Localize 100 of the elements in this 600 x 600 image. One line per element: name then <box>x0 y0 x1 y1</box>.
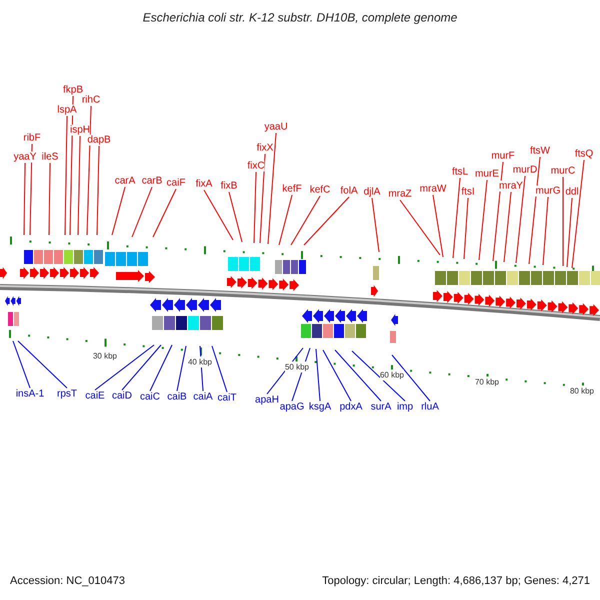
gene-label: folA <box>340 186 358 196</box>
gene-label: murG <box>536 186 560 196</box>
leader-line <box>94 344 154 390</box>
leader-line <box>478 180 488 260</box>
leader-line <box>122 344 162 390</box>
gene-label: dapB <box>87 134 111 146</box>
leader-line <box>254 172 256 244</box>
leader-line <box>400 200 440 256</box>
gene-label: yaaY <box>14 152 36 162</box>
gene-label: fixC <box>247 160 265 172</box>
leader-line <box>96 146 100 236</box>
gene-label: ispH <box>70 124 90 136</box>
gene-label: ileS <box>42 152 58 162</box>
leader-line <box>268 132 276 244</box>
gene-label: ddl <box>565 186 579 198</box>
gene-label: mraZ <box>388 188 412 200</box>
leader-line <box>12 340 30 388</box>
title: Escherichia coli str. K-12 substr. DH10B, complete genome <box>142 12 458 24</box>
gene-label: djlA <box>364 186 380 198</box>
leader-line <box>492 162 504 262</box>
leader-line <box>260 154 266 244</box>
leader-line <box>204 190 234 240</box>
gene-label: lspA <box>57 104 77 116</box>
leader-line <box>30 144 32 236</box>
gene-label: kefF <box>282 184 302 194</box>
accession-text: Accession: NC_010473 <box>10 575 125 587</box>
genome-info-text: Topology: circular; Length: 4,686,137 bp; Genes: 4,271 <box>322 575 590 587</box>
leader-line <box>112 186 126 236</box>
gene-label: ftsL <box>452 166 468 178</box>
leader-line <box>132 186 152 238</box>
gene-label: rihC <box>82 94 100 106</box>
leader-line <box>18 340 68 388</box>
gene-label: rpsT <box>57 388 77 400</box>
gene-label: caiD <box>112 390 132 402</box>
gene-label: apaG <box>280 402 304 412</box>
gene-label: pdxA <box>340 402 362 412</box>
leader-line <box>64 116 68 236</box>
gene-label: caiA <box>193 392 213 402</box>
leader-line <box>352 350 406 402</box>
scale-label: 80 kbp <box>570 386 594 396</box>
gene-label: mraW <box>420 184 446 194</box>
leader-line <box>322 350 352 402</box>
gene-label: murF <box>491 150 515 162</box>
gene-label: rluA <box>421 402 439 412</box>
gene-label: fixX <box>256 142 274 154</box>
gene-label: murE <box>475 168 499 180</box>
gene-label: imp <box>396 402 414 412</box>
gene-label: yaaU <box>264 122 288 132</box>
gene-label: insA-1 <box>16 388 44 400</box>
leader-line <box>304 196 350 246</box>
leader-line <box>290 196 320 246</box>
leader-line <box>70 96 74 236</box>
leader-line <box>78 136 80 236</box>
gene-label: mraY <box>499 180 523 192</box>
gene-label: apaH <box>255 394 279 406</box>
scale-label: 30 kbp <box>92 350 118 362</box>
leader-line <box>334 350 382 402</box>
gene-label: caiB <box>167 392 187 402</box>
leader-line <box>432 194 444 258</box>
gene-label: caiC <box>140 392 160 402</box>
leader-line <box>150 344 172 392</box>
gene-label: ribF <box>23 132 41 144</box>
gene-label: murC <box>550 166 576 176</box>
gene-label: surA <box>370 402 392 412</box>
leader-line <box>24 162 26 236</box>
leader-line <box>572 160 584 268</box>
scale-label: 40 kbp <box>188 356 212 368</box>
gene-label: caiE <box>85 390 105 402</box>
leader-line <box>562 176 564 266</box>
gene-label: fixA <box>196 178 212 190</box>
gene-label: caiF <box>166 178 186 188</box>
gene-label: ftsW <box>530 146 550 156</box>
scale-label: 50 kbp <box>284 362 310 372</box>
gene-label: ftsQ <box>574 148 594 160</box>
leader-line <box>566 198 572 268</box>
gene-label: carA <box>114 176 136 186</box>
leader-line <box>152 188 176 238</box>
gene-label: ftsI <box>461 186 475 198</box>
leader-line <box>392 354 430 402</box>
scale-label: 60 kbp <box>380 370 404 380</box>
gene-label: fkpB <box>63 84 83 96</box>
leader-line <box>528 156 540 264</box>
leader-line <box>212 346 228 392</box>
scale-label: 70 kbp <box>474 376 500 388</box>
leader-line <box>452 178 460 258</box>
gene-label: carB <box>142 176 162 186</box>
gene-label: kefC <box>310 184 330 196</box>
leader-line <box>542 196 548 266</box>
leader-line <box>278 194 292 246</box>
leader-line <box>504 192 512 262</box>
leader-line <box>176 346 186 392</box>
gene-label: murD <box>512 164 538 176</box>
leader-line <box>516 176 526 264</box>
gene-label: ksgA <box>308 402 332 412</box>
leader-line <box>86 106 92 236</box>
gene-label: caiT <box>218 392 236 404</box>
gene-label: fixB <box>220 180 238 192</box>
leader-line <box>48 162 50 236</box>
leader-line <box>464 198 468 260</box>
leader-line <box>316 348 320 402</box>
